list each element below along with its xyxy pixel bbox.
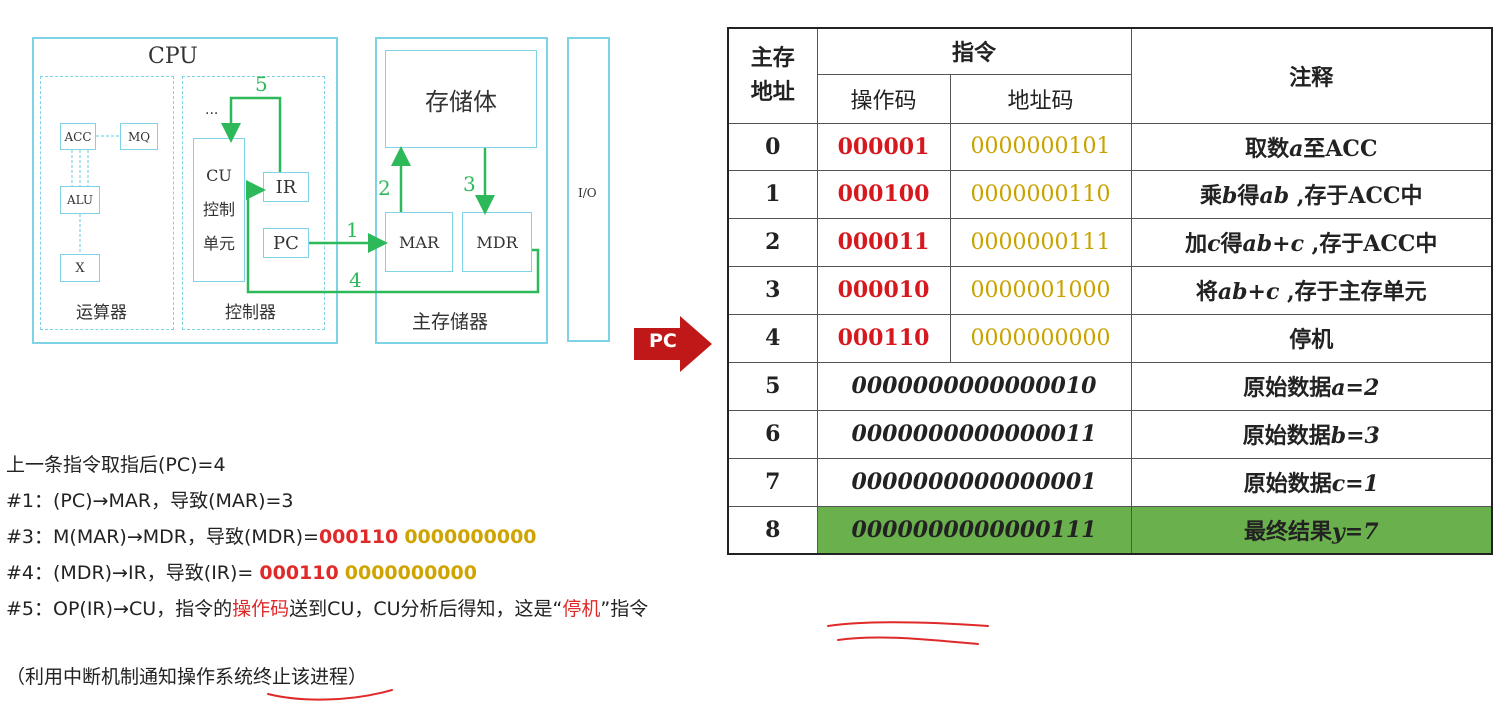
row-addrcode: 0000000000 <box>949 313 1132 363</box>
note-line-6: （利用中断机制通知操作系统终止该进程） <box>6 666 368 688</box>
memory-frame <box>375 37 548 344</box>
alu-group <box>40 76 174 330</box>
note-line-0: 上一条指令取指后(PC)=4 <box>6 454 226 476</box>
cu-dots: ... <box>205 102 219 118</box>
row-opcode: 000010 <box>816 265 951 315</box>
row-address: 5 <box>727 361 818 411</box>
cu-line-1: CU <box>206 166 232 185</box>
row-address: 2 <box>727 217 818 267</box>
row-note: 加c得ab+c ,存于ACC中 <box>1130 217 1493 267</box>
row-note: 原始数据b=3 <box>1130 409 1493 459</box>
header-address-line2: 地址 <box>750 79 795 105</box>
note-line-1: #1：(PC)→MAR，导致(MAR)=3 <box>6 490 294 512</box>
step-label-4: 4 <box>349 268 362 292</box>
header-address-line1: 主存 <box>750 45 795 71</box>
row-data-value: 0000000000000111 <box>816 505 1132 555</box>
header-note: 注释 <box>1130 27 1493 124</box>
mdr-register: MDR <box>462 212 532 272</box>
row-note: 最终结果y=7 <box>1130 505 1493 555</box>
header-addrcode: 地址码 <box>949 73 1132 124</box>
header-instruction: 指令 <box>816 27 1132 75</box>
row-opcode: 000011 <box>816 217 951 267</box>
row-note: 停机 <box>1130 313 1493 363</box>
step-label-2: 2 <box>378 176 391 200</box>
row-address: 1 <box>727 169 818 219</box>
row-note: 原始数据c=1 <box>1130 457 1493 507</box>
io-frame <box>567 37 610 342</box>
row-addrcode: 0000001000 <box>949 265 1132 315</box>
mar-register: MAR <box>385 212 453 272</box>
ctrl-group-label: 控制器 <box>225 303 276 323</box>
pc-pointer-label: PC <box>649 330 677 352</box>
table-row: 6 0000000000000011 原始数据b=3 <box>727 409 1493 459</box>
alu-group-label: 运算器 <box>76 303 127 323</box>
row-addrcode: 0000000111 <box>949 217 1132 267</box>
row-data-value: 0000000000000010 <box>816 361 1132 411</box>
acc-register: ACC <box>60 123 96 150</box>
note-line-4: #4：(MDR)→IR，导致(IR)= 000110 0000000000 <box>6 562 477 584</box>
cu-line-3: 单元 <box>202 234 235 253</box>
cpu-title: CPU <box>148 44 198 69</box>
io-label: I/O <box>578 186 597 200</box>
row-opcode: 000100 <box>816 169 951 219</box>
datapath-wires <box>71 96 540 294</box>
row-address: 6 <box>727 409 818 459</box>
cu-line-2: 控制 <box>202 200 235 219</box>
row-address: 8 <box>727 505 818 555</box>
memory-title: 主存储器 <box>412 311 489 333</box>
x-register: X <box>60 254 100 282</box>
row-address: 7 <box>727 457 818 507</box>
cpu-frame <box>32 37 338 344</box>
note-line-5: #5：OP(IR)→CU，指令的操作码送到CU，CU分析后得知，这是“停机”指令 <box>6 598 649 620</box>
step-label-1: 1 <box>346 218 359 242</box>
mq-register: MQ <box>120 123 158 150</box>
row-address: 0 <box>727 122 818 171</box>
cu-unit: CU 控制 单元 <box>193 138 245 282</box>
table-row: 0 000001 0000000101 取数a至ACC <box>727 122 1493 171</box>
table-row-result: 8 0000000000000111 最终结果y=7 <box>727 505 1493 555</box>
row-opcode: 000001 <box>816 122 951 171</box>
row-note: 取数a至ACC <box>1130 122 1493 171</box>
note-line-3: #3：M(MAR)→MDR，导致(MDR)=000110 0000000000 <box>6 526 537 548</box>
row-address: 4 <box>727 313 818 363</box>
table-row: 3 000010 0000001000 将ab+c ,存于主存单元 <box>727 265 1493 315</box>
header-opcode: 操作码 <box>816 73 951 124</box>
pc-pointer-arrow <box>634 316 712 372</box>
row-data-value: 0000000000000001 <box>816 457 1132 507</box>
table-row: 4 000110 0000000000 停机 <box>727 313 1493 363</box>
row-note: 将ab+c ,存于主存单元 <box>1130 265 1493 315</box>
alu-unit: ALU <box>60 186 100 214</box>
ir-register: IR <box>263 172 309 202</box>
storage-body: 存储体 <box>385 50 537 148</box>
row-addrcode: 0000000101 <box>949 122 1132 171</box>
pc-register: PC <box>263 228 309 258</box>
row-data-value: 0000000000000011 <box>816 409 1132 459</box>
table-row: 7 0000000000000001 原始数据c=1 <box>727 457 1493 507</box>
row-address: 3 <box>727 265 818 315</box>
table-row: 5 0000000000000010 原始数据a=2 <box>727 361 1493 411</box>
table-row: 2 000011 0000000111 加c得ab+c ,存于ACC中 <box>727 217 1493 267</box>
step-label-3: 3 <box>463 172 476 196</box>
ctrl-group <box>182 76 325 330</box>
step-label-5: 5 <box>255 72 268 96</box>
memory-table: 主存 地址 指令 注释 操作码 地址码 0 000001 0000000101 … <box>727 27 1494 555</box>
